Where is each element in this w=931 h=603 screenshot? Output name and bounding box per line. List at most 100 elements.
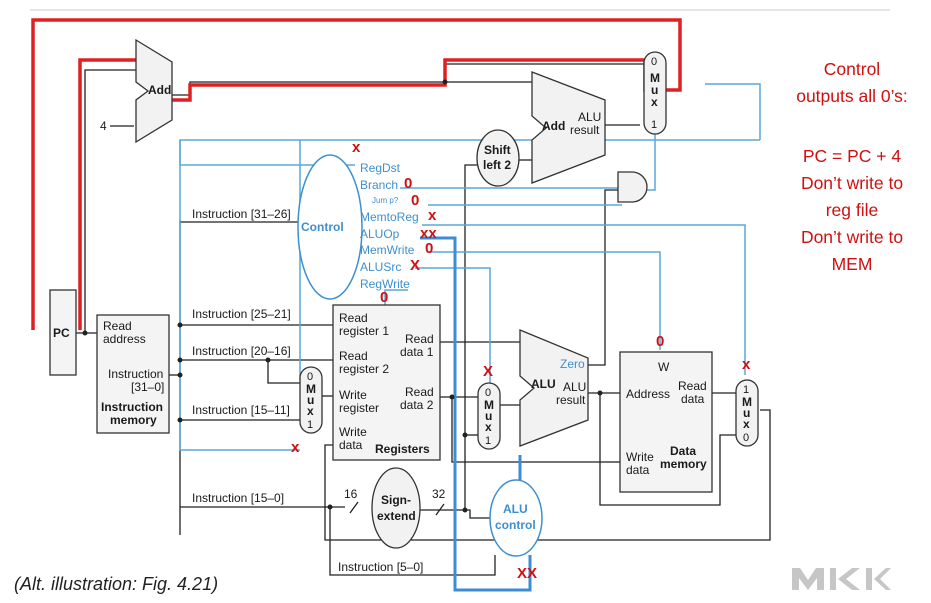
dmem-name-2: memory <box>660 457 707 471</box>
reg-read-register-1a: Read <box>339 311 368 325</box>
reg-write-data-b: data <box>339 438 363 452</box>
annot-memwrite: 0 <box>425 240 433 257</box>
mux-mem-u: u <box>743 406 750 420</box>
shift-label-2: left 2 <box>483 158 511 172</box>
annot-regdst: x <box>352 139 361 156</box>
mux-mem-1: 1 <box>743 384 749 396</box>
signal-alusrc: ALUSrc <box>360 260 401 274</box>
annot-alu-control: XX <box>517 565 537 582</box>
mux-alu-1: 1 <box>485 435 491 447</box>
pc-adder-label: Add <box>148 83 171 97</box>
mux-reg-m: M <box>306 382 316 396</box>
signal-aluop: ALUOp <box>360 227 400 241</box>
note-line-7: Don’t write to <box>801 227 903 247</box>
annot-aluop: xx <box>420 225 437 242</box>
mux-memtoreg: 1 M u x 0 <box>735 379 759 447</box>
signal-regwrite: RegWrite <box>360 277 410 291</box>
annot-alu-src-mux: X <box>483 363 493 380</box>
control-label: Control <box>301 220 344 234</box>
reg-read-register-1b: register 1 <box>339 324 389 338</box>
annot-mem-mux: x <box>742 356 751 373</box>
annot-reg-mux: x <box>291 439 300 456</box>
signal-memtoreg: MemtoReg <box>360 210 419 224</box>
field-20-16: Instruction [20–16] <box>192 344 291 358</box>
field-31-26: Instruction [31–26] <box>192 207 291 221</box>
annotations: x 0 0 x xx 0 X 0 x X 0 W x XX <box>291 139 751 582</box>
dmem-read-1: Read <box>678 379 707 393</box>
reg-read-register-2a: Read <box>339 349 368 363</box>
branch-adder-result-1: ALU <box>578 110 601 124</box>
imem-instruction-1: Instruction <box>108 367 163 381</box>
highlight-path <box>31 18 682 330</box>
bits-16-label: 16 <box>344 487 358 501</box>
reg-read-data-2b: data 2 <box>400 398 434 412</box>
note-line-5: Don’t write to <box>801 173 903 193</box>
sign-extend-label-2: extend <box>377 509 416 523</box>
annot-regwrite: 0 <box>380 289 388 306</box>
note-line-2: outputs all 0’s: <box>796 86 908 106</box>
alu-label: ALU <box>531 377 556 391</box>
control-signals: RegDst Branch Jum p? MemtoReg ALUOp MemW… <box>360 161 419 291</box>
reg-read-data-2a: Read <box>405 385 434 399</box>
annot-memtoreg: x <box>428 207 437 224</box>
sign-extend-label-1: Sign- <box>381 493 411 507</box>
mux-top-u: u <box>651 83 658 97</box>
imem-instruction-2: [31–0] <box>131 380 164 394</box>
reg-read-data-1a: Read <box>405 332 434 346</box>
explanation-note: Control outputs all 0’s: PC = PC + 4 Don… <box>796 59 908 274</box>
branch-adder: Add ALU result <box>531 71 606 184</box>
field-25-21: Instruction [25–21] <box>192 307 291 321</box>
mux-alu-src: 0 M u x 1 <box>477 382 501 450</box>
note-line-4: PC = PC + 4 <box>803 146 902 166</box>
main-alu: Zero ALU ALU result <box>519 329 589 447</box>
note-line-6: reg file <box>826 200 879 220</box>
pc-label: PC <box>53 326 70 340</box>
publisher-logo <box>792 568 891 590</box>
alu-result-2: result <box>556 393 586 407</box>
mux-top-x: x <box>651 95 658 109</box>
instruction-fields: Instruction [31–26] Instruction [25–21] … <box>192 207 423 574</box>
control-wires <box>179 83 761 592</box>
data-memory: Address Read data Write data Data memory <box>619 351 713 493</box>
wire-junctions <box>82 79 603 513</box>
bits-32-label: 32 <box>432 487 446 501</box>
mux-mem-0: 0 <box>743 432 749 444</box>
imem-name-1: Instruction <box>101 400 163 414</box>
dmem-address: Address <box>626 387 670 401</box>
mux-reg-1: 1 <box>307 419 313 431</box>
alu-result-1: ALU <box>563 380 586 394</box>
alu-control-label-2: control <box>495 518 536 532</box>
mux-mem-m: M <box>742 395 752 409</box>
signal-branch: Branch <box>360 178 398 192</box>
reg-name: Registers <box>375 442 430 456</box>
imem-read-address-1: Read <box>103 319 132 333</box>
field-15-11: Instruction [15–11] <box>192 403 290 417</box>
mux-alu-u: u <box>485 409 492 423</box>
pc-register: PC <box>49 289 77 376</box>
annot-mem-write-label: W <box>658 360 670 374</box>
alu-control: ALU control <box>489 479 543 557</box>
mux-reg-u: u <box>307 393 314 407</box>
imem-name-2: memory <box>110 413 157 427</box>
alu-control-label-1: ALU <box>503 502 528 516</box>
reg-read-register-2b: register 2 <box>339 362 389 376</box>
reg-read-data-1b: data 1 <box>400 345 434 359</box>
register-file: Read register 1 Read register 2 Write re… <box>332 304 441 461</box>
dmem-name-1: Data <box>670 444 696 458</box>
annot-branch: 0 <box>404 175 412 192</box>
dmem-read-2: data <box>681 392 705 406</box>
mux-reg-x: x <box>307 404 314 418</box>
mux-pc-source: 0 M u x 1 <box>643 51 667 135</box>
mux-top-m: M <box>650 71 660 85</box>
note-line-8: MEM <box>832 254 873 274</box>
const-four: 4 <box>100 119 107 133</box>
signal-jump: Jum p? <box>372 196 399 205</box>
mux-write-register: 0 M u x 1 <box>299 366 323 434</box>
mux-alu-x: x <box>485 420 492 434</box>
imem-read-address-2: address <box>103 332 146 346</box>
pc-adder: Add 4 <box>100 38 173 144</box>
annot-jump: 0 <box>411 192 419 209</box>
note-line-1: Control <box>824 59 880 79</box>
